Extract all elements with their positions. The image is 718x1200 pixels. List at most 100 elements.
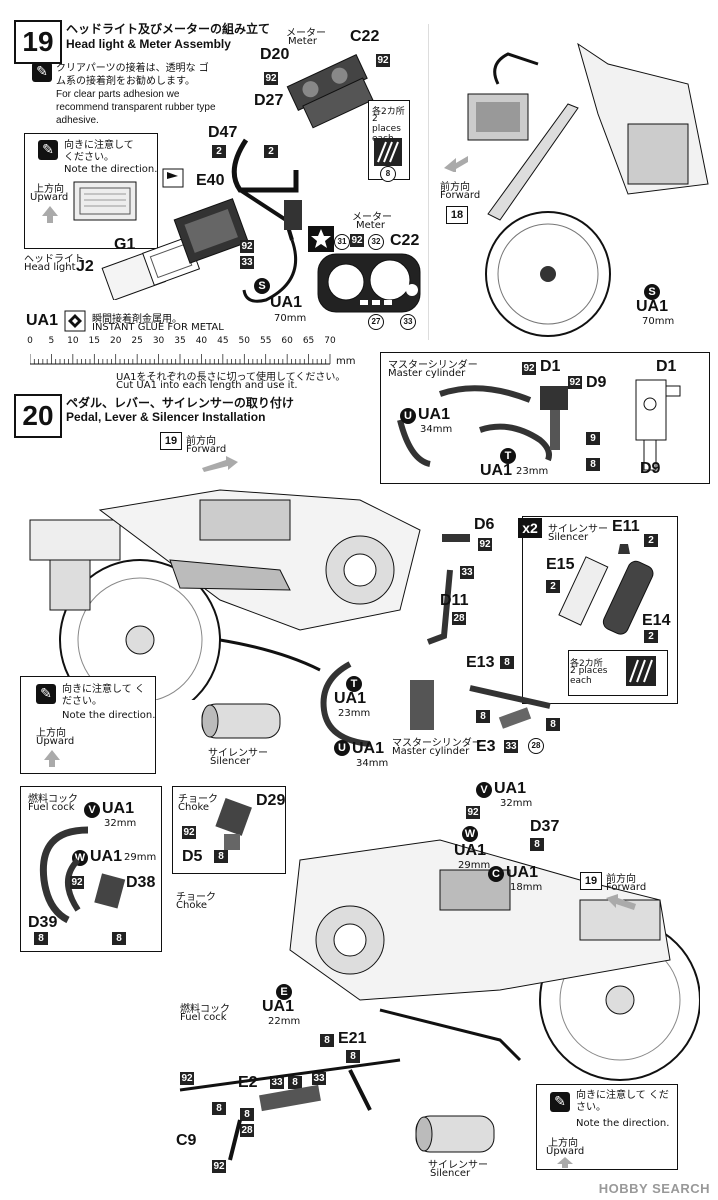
brake-hose-illustration xyxy=(320,661,434,747)
part-d37: D37 xyxy=(530,818,560,835)
meter-label-en: Meter xyxy=(288,36,317,47)
direction-note-en: Note the direction. xyxy=(64,164,158,175)
fuel-cock-label-jp-main: 燃料コック xyxy=(180,1004,230,1015)
ua1-label: UA1 xyxy=(480,462,513,479)
ruler-tick-label: 55 xyxy=(259,336,272,346)
ruler-tick-label: 50 xyxy=(238,336,251,346)
tube-length-34: 34mm xyxy=(420,424,453,435)
tube-marker-u: U xyxy=(334,740,350,756)
ua1-label: UA1 xyxy=(418,406,451,423)
up-arrow-icon xyxy=(42,206,58,223)
paint-code-92: 92 xyxy=(466,806,480,819)
part-d20: D20 xyxy=(260,46,290,63)
cut-instruction-jp: UA1をそれぞれの長さに切って使用してください。 xyxy=(116,372,346,383)
paint-code-33: 33 xyxy=(240,256,254,269)
ua1-label: UA1 xyxy=(494,780,527,797)
motorcycle-left-side-illustration xyxy=(289,839,700,1081)
silencer-label-en-main: Silencer xyxy=(210,756,251,767)
glue-legend-jp: 瞬間接着剤金属用。 xyxy=(92,314,182,325)
step-20-title-jp: ペダル、レバー、サイレンサーの取り付け xyxy=(66,396,294,410)
silencer-tube-illustration xyxy=(201,703,281,739)
glue-points-icon xyxy=(626,656,656,686)
ruler-tick-label: 5 xyxy=(48,336,55,346)
ruler-tick-label: 15 xyxy=(88,336,101,346)
step-20-number: 20 xyxy=(14,394,62,438)
tube-marker-t: T xyxy=(346,676,362,692)
part-d5: D5 xyxy=(182,848,203,865)
choke-label-jp: チョーク xyxy=(178,794,218,805)
headlight-lens-illustration xyxy=(73,181,137,221)
master-cylinder-label-jp: マスターシリンダー xyxy=(388,360,478,371)
paint-code-8: 8 xyxy=(240,1108,254,1121)
places-label-jp: 各2カ所 xyxy=(372,107,405,117)
ruler-tick-label: 35 xyxy=(174,336,186,346)
part-c22: C22 xyxy=(350,28,380,45)
part-e15: E15 xyxy=(546,556,575,573)
paint-code-2: 2 xyxy=(644,630,658,643)
meter-label-en: Meter xyxy=(356,220,385,231)
upward-label-jp: 上方向 xyxy=(34,184,64,195)
upward-label-jp: 上方向 xyxy=(36,728,66,739)
step-19-title-en: Head light & Meter Assembly xyxy=(66,37,231,51)
tube-length-29: 29mm xyxy=(124,852,157,863)
part-d29: D29 xyxy=(256,792,286,809)
instant-glue-icon xyxy=(64,310,86,332)
upward-label-jp: 上方向 xyxy=(548,1138,578,1149)
forward-label-jp: 前方向 xyxy=(186,436,216,447)
paint-code-92: 92 xyxy=(478,538,492,551)
part-d9-right: D9 xyxy=(640,460,661,477)
part-d39: D39 xyxy=(28,914,58,931)
paint-code-circle-33: 33 xyxy=(400,314,416,330)
paint-code-2: 2 xyxy=(264,145,278,158)
glue-points-icon xyxy=(374,138,402,166)
tube-length-29-main: 29mm xyxy=(458,860,491,871)
tube-length-34-main: 34mm xyxy=(356,758,389,769)
tube-marker-s: S xyxy=(644,284,660,300)
meter-label-jp: メーター xyxy=(352,212,392,223)
quantity-x2-badge: x2 xyxy=(518,518,542,538)
warning-icon: ✎ xyxy=(38,140,58,160)
forward-label-en: Forward xyxy=(440,190,481,201)
part-d6-illustration xyxy=(442,534,470,542)
paint-code-8: 8 xyxy=(214,850,228,863)
places-label-jp: 各2カ所 xyxy=(570,659,603,669)
paint-code-circle: 8 xyxy=(380,166,396,182)
direction-note-jp: 向きに注意して ください。 xyxy=(64,140,134,163)
paint-code-92: 92 xyxy=(264,72,278,85)
paint-code-8: 8 xyxy=(288,1076,302,1089)
tube-length-18: 18mm xyxy=(510,882,543,893)
master-cylinder-label-en: Master cylinder xyxy=(388,368,466,379)
step-19-title-jp: ヘッドライト及びメーターの組み立て xyxy=(66,22,271,36)
paint-code-8: 8 xyxy=(320,1034,334,1047)
part-d9: D9 xyxy=(586,374,607,391)
choke-illustration xyxy=(215,798,252,850)
ruler-unit: mm xyxy=(336,356,356,367)
part-e40: E40 xyxy=(196,172,225,189)
fuel-cock-label-jp: 燃料コック xyxy=(28,794,78,805)
master-cylinder-label-en-main: Master cylinder xyxy=(392,746,470,757)
part-d27: D27 xyxy=(254,92,284,109)
paint-code-92: 92 xyxy=(376,54,390,67)
ua1-label: UA1 xyxy=(454,842,487,859)
ref-step-19-lower: 19 xyxy=(580,872,602,890)
meter-housing-illustration xyxy=(286,53,374,129)
tube-marker-s: S xyxy=(254,278,270,294)
paint-code-9: 9 xyxy=(586,432,600,445)
glue-legend-en: INSTANT GLUE FOR METAL xyxy=(92,322,224,333)
ruler-tick-label: 30 xyxy=(152,336,165,346)
tube-marker-e: E xyxy=(276,984,292,1000)
headlight-bracket-illustration xyxy=(231,138,302,303)
paint-code-33: 33 xyxy=(270,1076,284,1089)
paint-code-28: 28 xyxy=(240,1124,254,1137)
part-d11: D11 xyxy=(440,592,469,609)
paint-code-92: 92 xyxy=(350,234,364,247)
paint-code-33: 33 xyxy=(504,740,518,753)
paint-code-92: 92 xyxy=(212,1160,226,1173)
ua1-label: UA1 xyxy=(352,740,385,757)
ua1-label: UA1 xyxy=(262,998,295,1015)
flag-icon xyxy=(162,168,184,188)
choke-label-en: Choke xyxy=(178,802,210,813)
ruler-tick-label: 40 xyxy=(195,336,208,346)
step-20-title-en: Pedal, Lever & Silencer Installation xyxy=(66,410,266,424)
